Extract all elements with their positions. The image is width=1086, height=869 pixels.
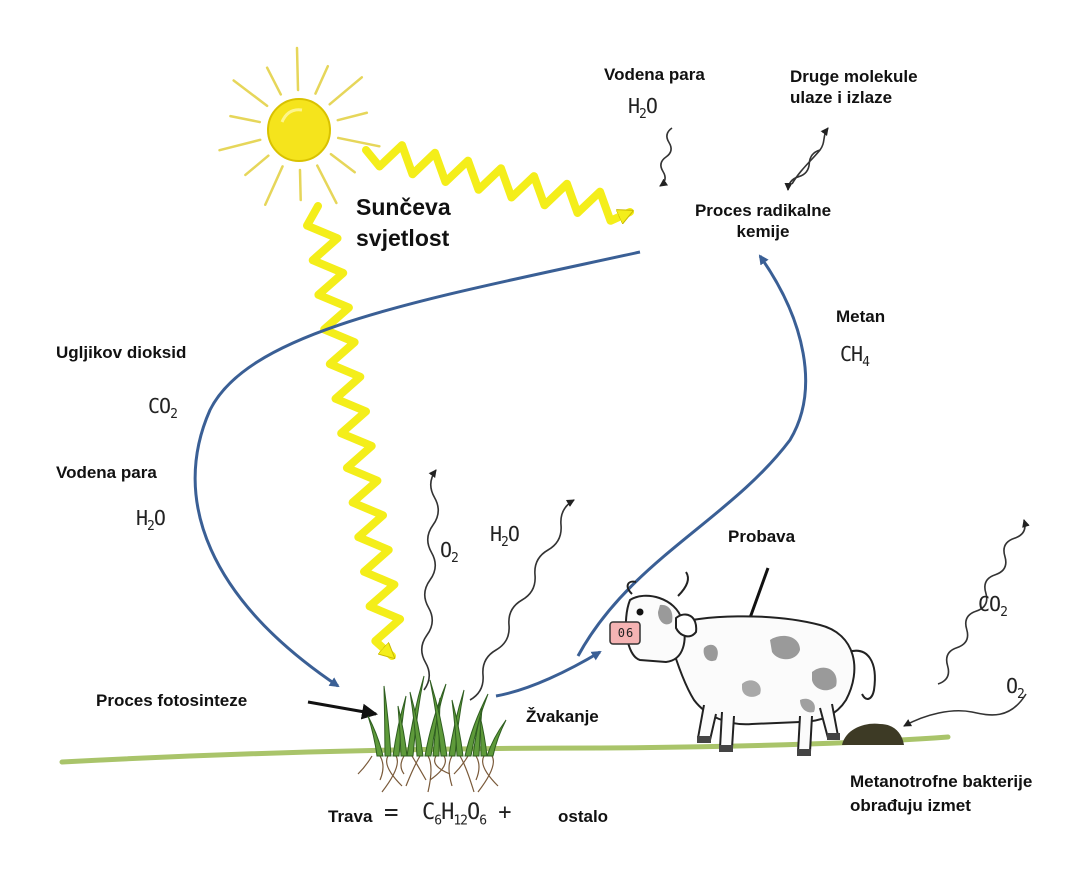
dung-icon	[842, 723, 904, 745]
sunlight-wave-horizontal	[362, 141, 630, 225]
label-rest: ostalo	[558, 807, 609, 826]
equals-sign: =	[384, 798, 398, 826]
squiggle-vapor-down	[659, 127, 673, 187]
formula-h2o-top: H2O	[628, 94, 658, 122]
label-vapor-top: Vodena para	[604, 65, 705, 84]
formula-h2o-left: H2O	[136, 506, 166, 534]
cow-nose-tag	[609, 621, 641, 645]
squiggle-o2-up	[420, 469, 440, 691]
label-photosynthesis: Proces fotosinteze	[96, 691, 248, 710]
formula-o2-grass: O2	[440, 538, 459, 566]
formula-ch4: CH4	[840, 342, 870, 370]
cow-tag-text: 06	[617, 626, 635, 640]
flow-arrow-chewing	[495, 650, 602, 698]
formula-co2-left: CO2	[148, 394, 178, 422]
grass-icon	[357, 675, 507, 793]
label-other-molecules: Druge molekule ulaze i izlaze	[790, 67, 918, 108]
formula-h2o-grass: H2O	[490, 522, 520, 550]
squiggle-other-molecules	[784, 149, 821, 191]
label-co2-left: Ugljikov dioksid	[56, 343, 187, 362]
formula-co2-dung: CO2	[978, 592, 1008, 620]
formula-glucose: C6H12O6 +	[422, 800, 512, 829]
flow-arrow-methane	[576, 254, 808, 657]
flow-arrow-to-grass	[193, 250, 641, 688]
gas-squiggles	[420, 127, 1030, 727]
cow-icon	[609, 571, 876, 756]
label-bacteria: Metanotrofne bakterije obrađuju izmet	[850, 772, 1033, 815]
label-vapor-left: Vodena para	[56, 463, 157, 482]
squiggle-co2-up	[937, 519, 1030, 685]
label-radical-process: Proces radikalne kemije	[694, 201, 832, 242]
sun-icon	[218, 46, 381, 206]
label-methane: Metan	[836, 307, 886, 326]
photosynthesis-pointer	[307, 700, 378, 720]
label-digestion: Probava	[728, 527, 796, 546]
squiggle-h2o-up	[469, 499, 575, 701]
label-chewing: Žvakanje	[526, 707, 599, 726]
squiggle-o2-to-dung	[903, 693, 1027, 727]
squiggle-other-molecules-up	[791, 127, 829, 185]
label-grass: Trava	[328, 807, 373, 826]
ground-line	[59, 734, 951, 765]
sunlight-wave-vertical	[303, 202, 405, 660]
formula-o2-dung: O2	[1006, 674, 1025, 702]
